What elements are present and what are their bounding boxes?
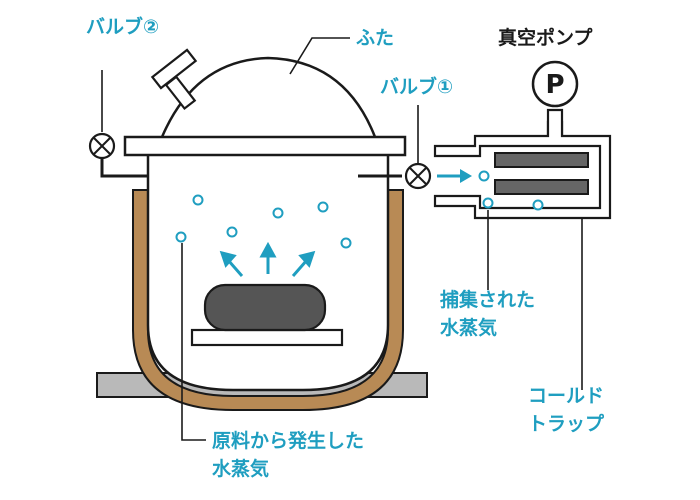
lid-dome — [160, 56, 377, 138]
label-valve-2: バルブ② — [86, 15, 159, 38]
label-valve-1: バルブ① — [380, 75, 453, 98]
flow-arrow-icon — [437, 169, 472, 183]
valve-1-icon — [404, 105, 432, 190]
heating-jacket — [132, 189, 404, 411]
leader-lid — [289, 37, 350, 75]
label-captured-vapor-2: 水蒸気 — [440, 316, 497, 339]
label-cold-trap-1: コールド — [528, 385, 604, 407]
lid-flange — [123, 135, 407, 157]
leader-source-vapor — [181, 243, 206, 441]
pump-icon — [531, 60, 579, 108]
pump-pipe — [546, 108, 564, 136]
vapor-bubbles — [175, 170, 544, 249]
valve-2-icon — [88, 70, 148, 178]
vapor-arrows — [219, 241, 316, 277]
raw-material — [203, 283, 327, 332]
pump-symbol: P — [545, 70, 564, 100]
label-cold-trap-2: トラップ — [528, 412, 605, 435]
label-vacuum-pump: 真空ポンプ — [498, 26, 593, 49]
cold-trap-coil-top — [494, 152, 589, 168]
label-captured-vapor-1: 捕集された — [440, 288, 535, 311]
lid-handle — [150, 48, 198, 111]
label-source-vapor-1: 原料から発生した — [212, 429, 364, 452]
label-source-vapor-2: 水蒸気 — [212, 457, 269, 480]
sample-tray — [190, 328, 344, 347]
cold-trap-coil-bottom — [494, 179, 589, 195]
label-lid: ふた — [356, 27, 394, 49]
